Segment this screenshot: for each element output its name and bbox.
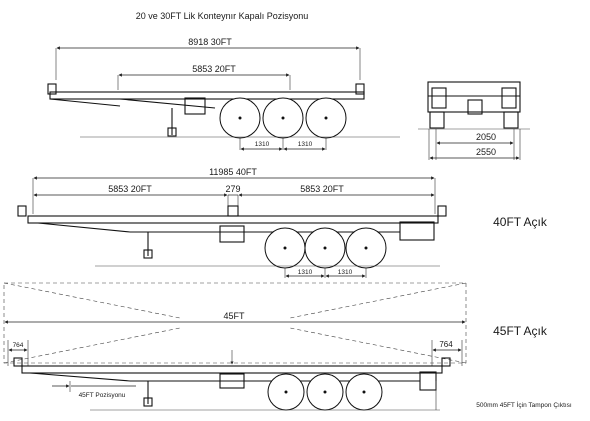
rear-view: 2050 2550 [418, 81, 530, 160]
front-coupler [47, 83, 57, 95]
rear-coupler [437, 205, 447, 217]
outer-width-label: 2550 [476, 147, 496, 157]
toolbox [219, 225, 245, 243]
dimension-right-20ft-label: 5853 20FT [300, 184, 344, 194]
rear-coupler [355, 83, 365, 95]
axle-spacing-label: 1310 [338, 269, 353, 276]
label-40ft-open: 40FT Açık [493, 215, 548, 229]
toolbox [219, 373, 245, 389]
middle-side-view: 11985 40FT 5853 20FT 279 5853 20FT 1310 … [17, 167, 447, 278]
rear-coupler [441, 357, 451, 367]
container-outline-45ft [3, 282, 467, 364]
inner-width-label: 2050 [476, 132, 496, 142]
front-coupler [13, 357, 23, 367]
rear-wheel-right [503, 111, 519, 129]
bottom-side-view: 45FT 764 764 45FT Pozisyonu 500mm 45FT İ… [3, 282, 572, 411]
rear-bumper [419, 371, 437, 391]
axle-spacing-label: 1310 [298, 141, 313, 148]
landing-gear-box [184, 97, 206, 115]
rear-frame [427, 81, 521, 113]
chassis-rail [21, 365, 443, 374]
dimension-left-20ft-label: 5853 20FT [108, 184, 152, 194]
left-overhang-label: 764 [13, 342, 24, 349]
chassis-rail [49, 91, 365, 100]
axle-spacing-label: 1310 [255, 141, 270, 148]
dimension-20ft-label: 5853 20FT [192, 64, 236, 74]
dimension-30ft-label: 8918 30FT [188, 37, 232, 47]
right-overhang-label: 764 [439, 340, 453, 349]
position-45ft-label: 45FT Pozisyonu [79, 392, 126, 399]
axle-spacing-label: 1310 [298, 269, 313, 276]
mid-coupler [227, 205, 239, 217]
page-title: 20 ve 30FT Lik Konteynır Kapalı Pozisyon… [136, 11, 308, 21]
bumper-note-label: 500mm 45FT İçin Tampon Çıktısı [476, 400, 572, 409]
chassis-rail [27, 215, 439, 224]
top-side-view: 8918 30FT 5853 20FT 1310 1310 [47, 37, 400, 151]
dimension-40ft-label: 11985 40FT [209, 167, 257, 177]
gap-label: 279 [225, 184, 240, 194]
container-45ft-label: 45FT [223, 311, 245, 321]
rear-wheel-left [429, 111, 445, 129]
label-45ft-open: 45FT Açık [493, 324, 548, 338]
rear-bumper [399, 221, 435, 241]
front-coupler [17, 205, 27, 217]
